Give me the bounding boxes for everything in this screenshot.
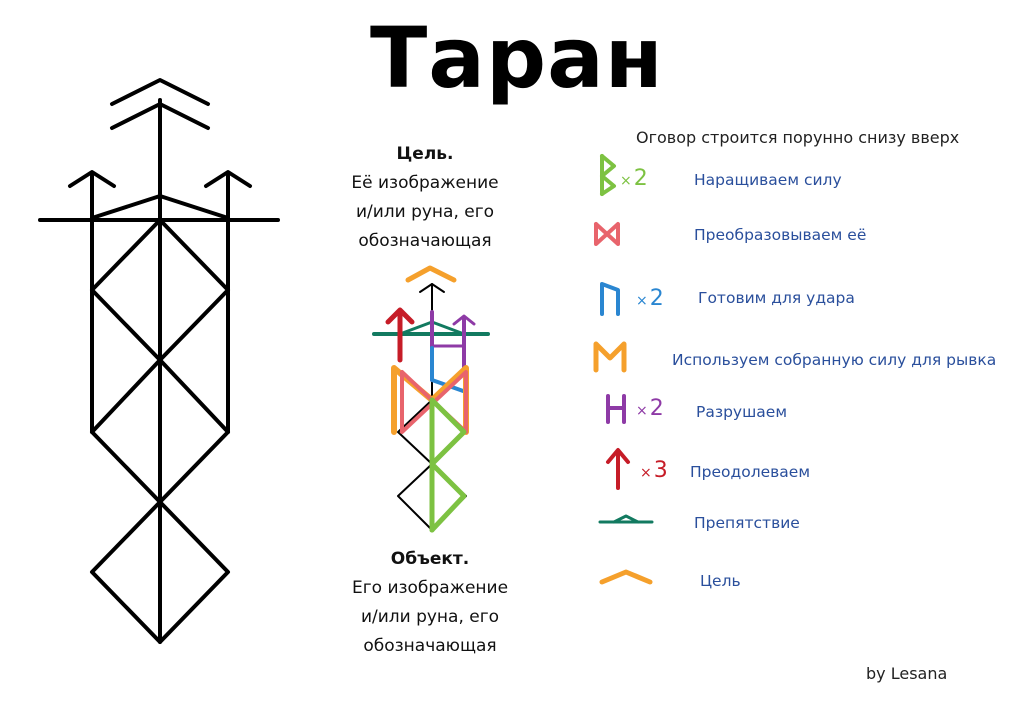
- hagalaz-icon: [606, 394, 626, 424]
- target-caption-line: обозначающая: [358, 231, 492, 251]
- uruz-icon: [600, 282, 620, 316]
- legend-label-teiwaz: Преодолеваем: [690, 463, 811, 481]
- legend-label-uruz: Готовим для удара: [698, 289, 855, 307]
- berkana-icon: [600, 154, 616, 196]
- legend-label-obstacle: Препятствие: [694, 514, 800, 532]
- ehwaz-icon: [593, 341, 627, 373]
- legend-label-target: Цель: [700, 572, 741, 590]
- target-chevron-icon: [599, 569, 653, 585]
- legend-label-hagalaz: Разрушаем: [696, 403, 788, 421]
- target-caption-line: Её изображение: [351, 173, 499, 193]
- object-caption-line: Объект.: [390, 549, 470, 569]
- dagaz-icon: [594, 222, 620, 246]
- multiplier-uruz: ×2: [636, 286, 664, 311]
- multiplier-berkana: ×2: [620, 166, 648, 191]
- target-caption: Цель. Её изображение и/или руна, его обо…: [340, 140, 510, 256]
- object-caption-line: и/или руна, его: [360, 607, 500, 627]
- object-caption-line: Его изображение: [351, 578, 509, 598]
- legend-label-dagaz: Преобразовываем её: [694, 226, 867, 244]
- teiwaz-icon: [606, 448, 630, 490]
- object-caption-line: обозначающая: [363, 636, 497, 656]
- multiplier-teiwaz: ×3: [640, 458, 668, 483]
- legend-label-ehwaz: Используем собранную силу для рывка: [672, 351, 997, 369]
- legend-header: Оговор строится порунно снизу вверх: [636, 128, 960, 147]
- obstacle-icon: [598, 514, 654, 524]
- object-caption: Объект. Его изображение и/или руна, его …: [345, 545, 515, 661]
- author-credit: by Lesana: [866, 664, 948, 683]
- multiplier-hagalaz: ×2: [636, 396, 664, 421]
- target-caption-line: Цель.: [396, 144, 454, 164]
- target-chevron: [405, 265, 457, 283]
- target-caption-line: и/или руна, его: [355, 202, 495, 222]
- legend-label-berkana: Наращиваем силу: [694, 171, 842, 189]
